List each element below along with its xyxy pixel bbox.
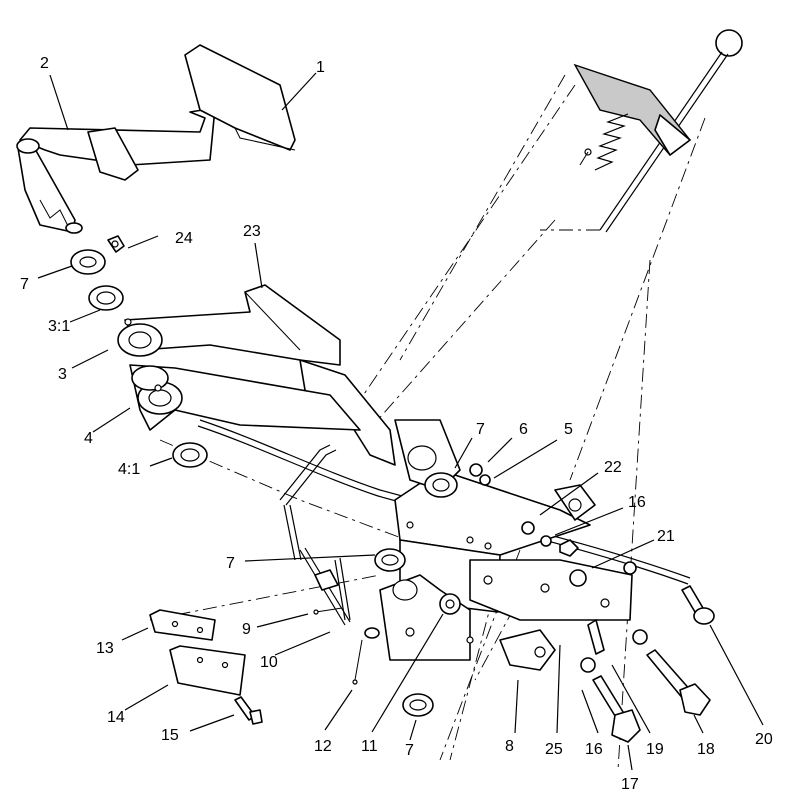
brake-cable <box>197 419 691 585</box>
callout-6: 6 <box>519 421 528 438</box>
callout-9: 9 <box>242 621 251 638</box>
callout-12: 12 <box>314 738 332 755</box>
callout-16a: 16 <box>628 494 646 511</box>
callout-13: 13 <box>96 640 114 657</box>
callout-7a: 7 <box>20 276 29 293</box>
callout-5: 5 <box>564 421 573 438</box>
callout-labels: 1 2 24 23 7 3:1 3 4 4:1 7 6 5 22 16 21 7… <box>20 55 773 793</box>
control-rod <box>279 444 380 685</box>
callout-7c: 7 <box>226 555 235 572</box>
bushing-part-4-1 <box>172 442 208 468</box>
pedal-pad-part-1 <box>184 44 296 151</box>
bracket-part-14 <box>169 645 246 696</box>
callout-10: 10 <box>260 654 278 671</box>
callout-15: 15 <box>161 727 179 744</box>
pedal-arm-part-2 <box>16 107 216 234</box>
callout-17: 17 <box>621 776 639 793</box>
callout-24: 24 <box>175 230 193 247</box>
bracket-part-13 <box>149 609 216 641</box>
callout-leader-lines <box>37 72 764 771</box>
lever-arm-part-4 <box>129 364 361 431</box>
callout-20: 20 <box>755 731 773 748</box>
parking-brake-lever <box>540 29 743 233</box>
callout-7d: 7 <box>405 742 414 759</box>
callout-22: 22 <box>604 459 622 476</box>
mounting-bracket <box>379 419 633 671</box>
callout-18: 18 <box>697 741 715 758</box>
callout-1: 1 <box>316 59 325 76</box>
callout-16b: 16 <box>585 741 603 758</box>
callout-3-1: 3:1 <box>48 318 70 335</box>
callout-2: 2 <box>40 55 49 72</box>
callout-25: 25 <box>545 741 563 758</box>
callout-11: 11 <box>361 738 378 755</box>
brake-pedal-part-23 <box>117 284 396 466</box>
callout-4: 4 <box>84 430 93 447</box>
callout-21: 21 <box>657 528 675 545</box>
callout-4-1: 4:1 <box>118 461 140 478</box>
callout-14: 14 <box>107 709 125 726</box>
bushings-upper <box>70 235 125 311</box>
callout-23: 23 <box>243 223 261 240</box>
callout-8: 8 <box>505 738 514 755</box>
callout-19: 19 <box>646 741 664 758</box>
bushing-part-7-bottom <box>402 693 434 717</box>
callout-7b: 7 <box>476 421 485 438</box>
bolts <box>587 585 715 743</box>
callout-3: 3 <box>58 366 67 383</box>
nuts-and-washers <box>469 463 648 673</box>
bushing-part-7-bracket <box>374 548 406 572</box>
star-washer-part-11 <box>439 593 461 615</box>
bolt-part-15 <box>234 696 263 725</box>
